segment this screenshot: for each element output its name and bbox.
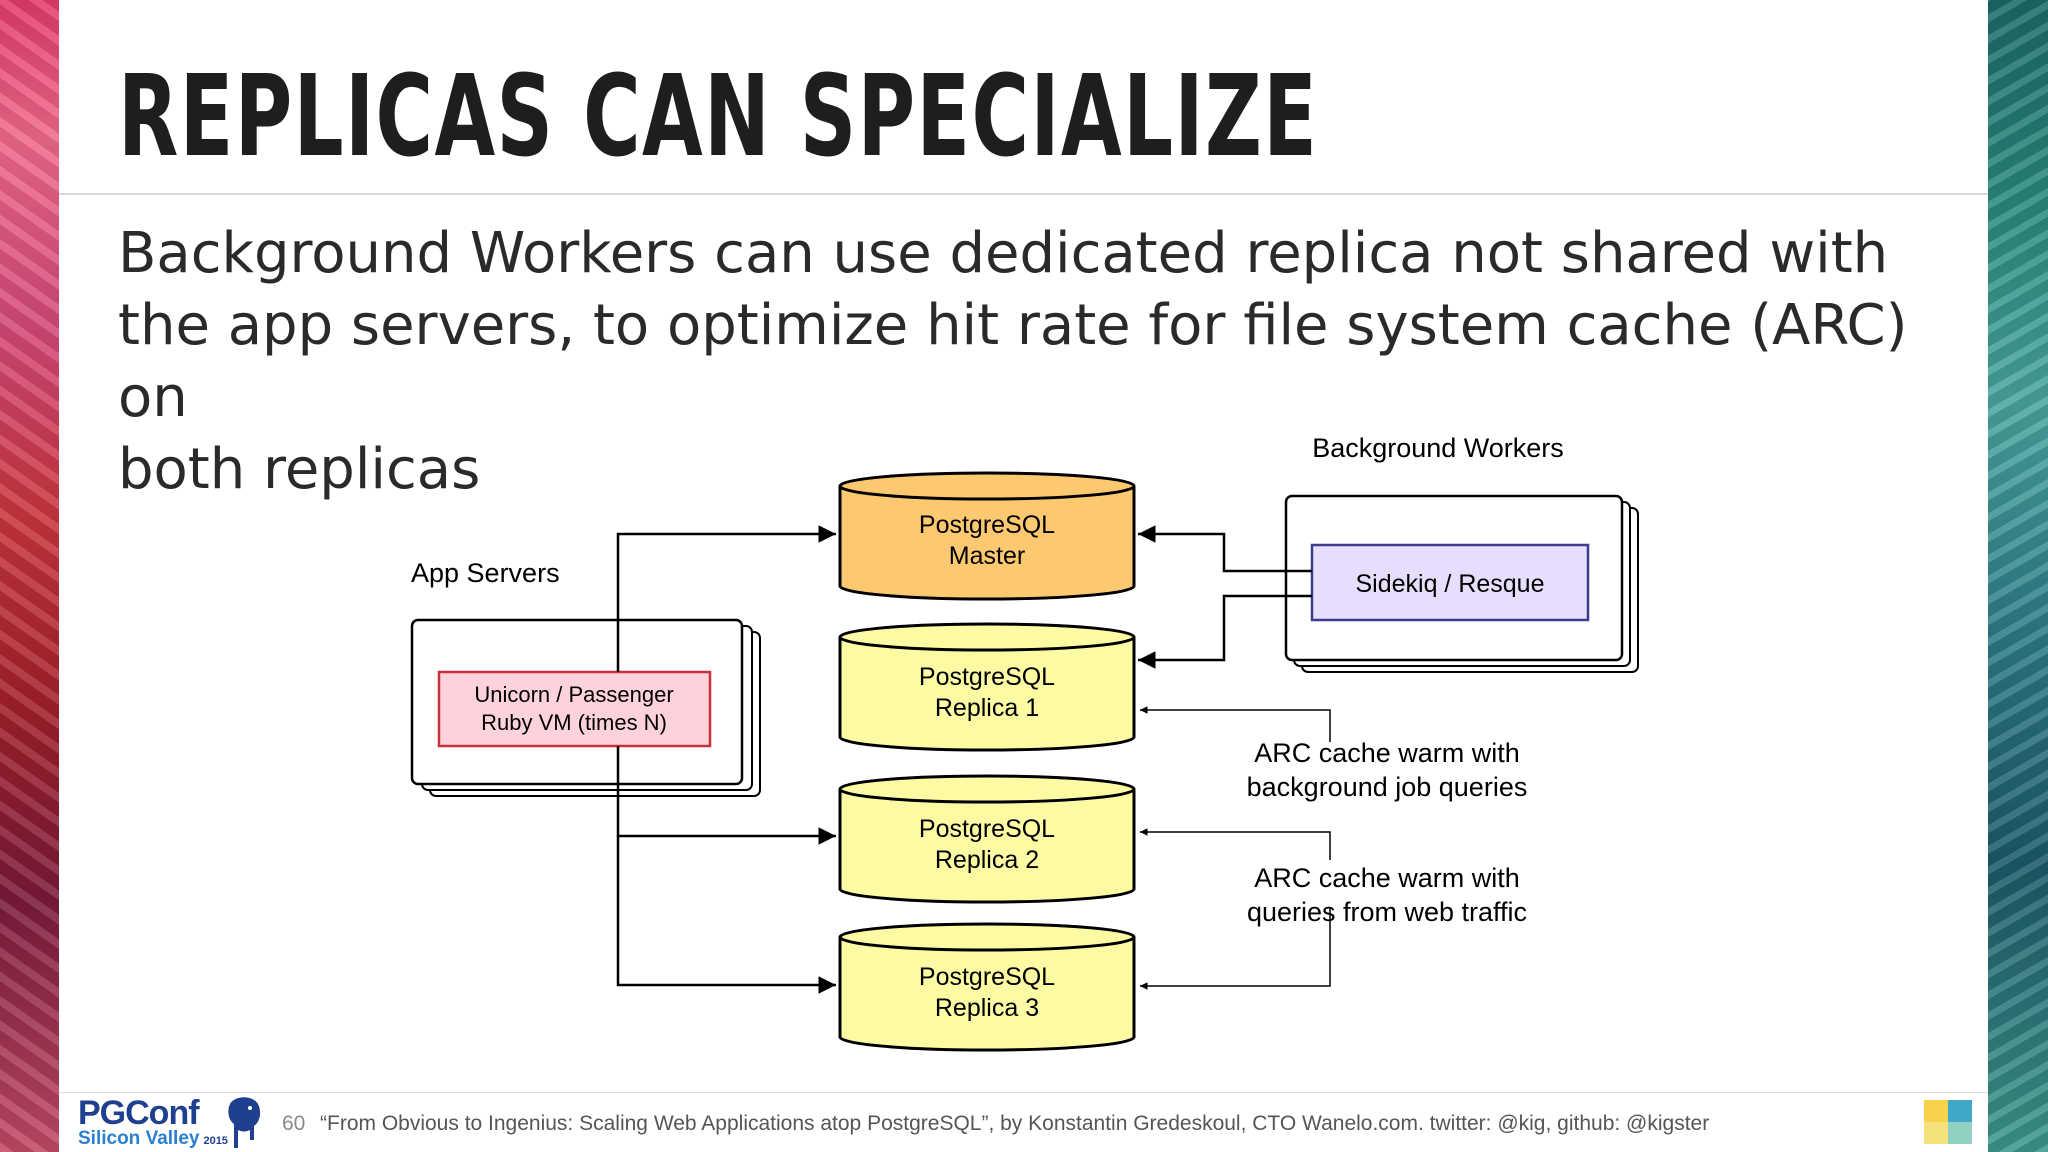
note-web-line-2: queries from web traffic — [1247, 897, 1527, 927]
elephant-icon — [228, 1097, 261, 1148]
logo-year: 2015 — [203, 1135, 228, 1147]
replica1-top — [838, 622, 1136, 652]
slide-subtitle: Background Workers can use dedicated rep… — [118, 218, 1938, 506]
arrow-app-to-master — [616, 525, 836, 672]
subtitle-line: both replicas — [118, 437, 481, 502]
subtitle-line: the app servers, to optimize hit rate fo… — [118, 293, 1908, 430]
postgres-master-cylinder: PostgreSQL Master — [838, 471, 1136, 601]
replica2-label-line-1: PostgreSQL — [919, 815, 1055, 843]
master-top — [838, 471, 1136, 501]
annotation-arrow-replica2 — [1140, 828, 1331, 860]
replica3-label-line-2: Replica 3 — [935, 994, 1039, 1022]
app-connectors — [616, 525, 836, 994]
replica3-body — [838, 937, 1136, 1052]
app-servers-label: App Servers — [411, 558, 560, 588]
replica2-label-line-2: Replica 2 — [935, 846, 1039, 874]
unicorn-passenger-box — [437, 670, 712, 748]
app-box-line-1: Unicorn / Passenger — [474, 682, 673, 707]
annotation-arrow-replica1 — [1140, 706, 1331, 742]
replica3-label-line-1: PostgreSQL — [919, 963, 1055, 991]
note-bg-line-1: ARC cache warm with — [1254, 738, 1520, 768]
bg-box-label: Sidekiq / Resque — [1355, 570, 1544, 598]
note-web-line-1: ARC cache warm with — [1254, 863, 1520, 893]
postgres-replica1-cylinder: PostgreSQL Replica 1 — [838, 622, 1136, 752]
footer-citation: “From Obvious to Ingenius: Scaling Web A… — [320, 1112, 1710, 1135]
decorative-squares-icon — [1924, 1100, 1972, 1144]
subtitle-line: Background Workers can use dedicated rep… — [118, 221, 1889, 286]
app-box-line-2: Ruby VM (times N) — [481, 710, 667, 735]
master-label-line-1: PostgreSQL — [919, 511, 1055, 539]
sidekiq-resque-box — [1310, 543, 1590, 622]
replica2-body — [838, 789, 1136, 904]
decorative-border-right — [1988, 0, 2048, 1152]
arrow-bg-to-replica1 — [1138, 594, 1312, 669]
title-divider — [59, 193, 1988, 195]
logo-text: PGConf — [78, 1094, 200, 1132]
annotation-arrow-replica3 — [1140, 908, 1331, 990]
slide-title: REPLICAS CAN SPECIALIZE — [118, 52, 1319, 182]
annotation-connectors — [1140, 706, 1331, 990]
replica1-label-line-1: PostgreSQL — [919, 663, 1055, 691]
background-workers-group: Sidekiq / Resque Background Workers — [1284, 433, 1639, 673]
note-bg-line-2: background job queries — [1247, 772, 1528, 802]
arrow-bg-to-master — [1138, 525, 1312, 573]
footer-divider — [59, 1092, 1988, 1093]
postgres-replica2-cylinder: PostgreSQL Replica 2 — [838, 774, 1136, 904]
bg-connectors — [1138, 525, 1312, 669]
app-servers-group: Unicorn / Passenger Ruby VM (times N) Ap… — [410, 558, 761, 797]
replica3-top — [838, 922, 1136, 952]
master-body — [838, 486, 1136, 601]
arrow-app-to-replica3 — [616, 836, 836, 994]
postgres-replica3-cylinder: PostgreSQL Replica 3 — [838, 922, 1136, 1052]
annotation-bg: ARC cache warm with background job queri… — [1247, 738, 1528, 802]
replica1-label-line-2: Replica 1 — [935, 694, 1039, 722]
logo-sub-text: Silicon Valley — [78, 1128, 200, 1149]
background-workers-label: Background Workers — [1312, 433, 1564, 463]
replica2-top — [838, 774, 1136, 804]
decorative-border-left — [0, 0, 59, 1152]
replica1-body — [838, 637, 1136, 752]
page-number: 60 — [282, 1112, 306, 1135]
master-label-line-2: Master — [949, 542, 1025, 570]
annotation-web: ARC cache warm with queries from web tra… — [1247, 863, 1527, 927]
